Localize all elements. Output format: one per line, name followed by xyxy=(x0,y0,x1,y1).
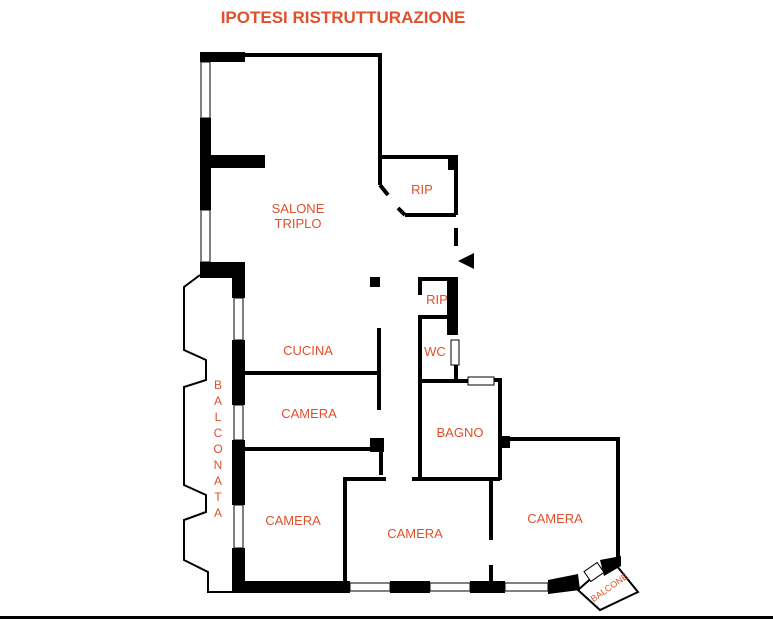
label-camera-1: CAMERA xyxy=(281,406,337,421)
label-cucina: CUCINA xyxy=(283,343,333,358)
label-rip-1: RIP xyxy=(411,182,433,197)
label-bagno: BAGNO xyxy=(437,425,484,440)
label-wc: WC xyxy=(424,344,446,359)
label-rip-2: RIP xyxy=(426,292,448,307)
label-camera-2: CAMERA xyxy=(265,513,321,528)
walls xyxy=(200,52,621,594)
label-balconata: BALCONATA xyxy=(211,378,225,522)
balconata-outline xyxy=(183,274,232,593)
label-salone: SALONE xyxy=(272,201,325,216)
label-camera-3: CAMERA xyxy=(387,526,443,541)
label-triplo: TRIPLO xyxy=(275,216,322,231)
label-camera-4: CAMERA xyxy=(527,511,583,526)
bottom-divider xyxy=(0,616,773,619)
entrance-arrow-icon xyxy=(458,253,474,269)
plan-title: IPOTESI RISTRUTTURAZIONE xyxy=(220,8,466,27)
